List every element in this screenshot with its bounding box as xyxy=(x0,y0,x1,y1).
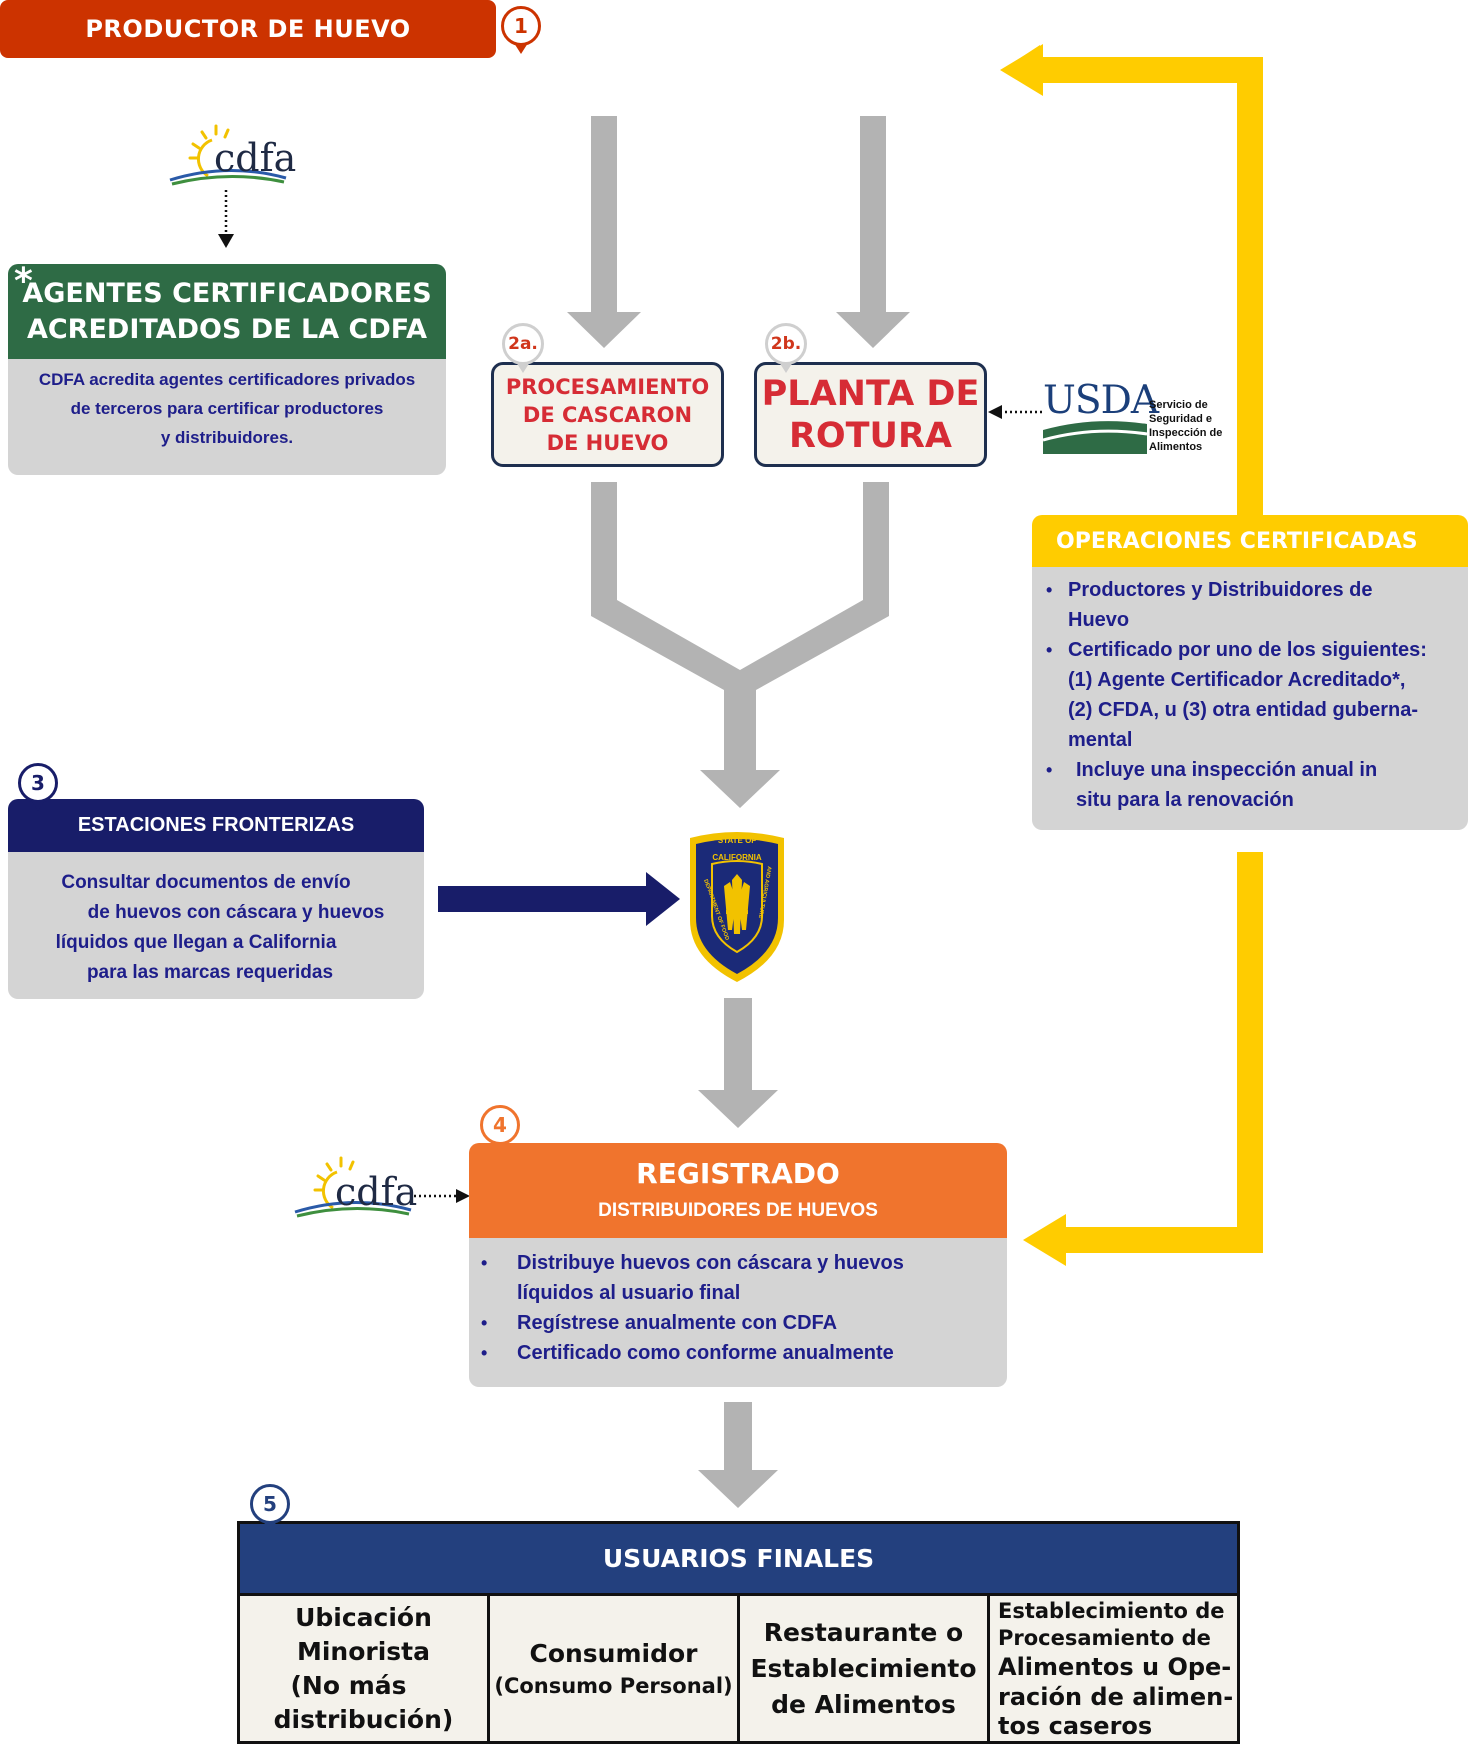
yellow-arrowhead-top xyxy=(1000,44,1043,96)
end-users-table: USUARIOS FINALES Ubicación Minorista (No… xyxy=(237,1521,1240,1744)
certified-item: Certificado por uno de los siguientes: (… xyxy=(1044,635,1458,755)
dotted-arrowhead-left xyxy=(988,405,1002,419)
end-users-header: USUARIOS FINALES xyxy=(240,1524,1237,1596)
egg-producer-box: PRODUCTOR DE HUEVO xyxy=(0,0,496,58)
certifiers-body-line: y distribuidores. xyxy=(160,428,294,447)
dotted-arrowhead-down xyxy=(218,234,234,248)
end-user-consumer: Consumidor (Consumo Personal) xyxy=(490,1596,740,1741)
registered-item: Distribuye huevos con cáscara y huevos l… xyxy=(479,1248,997,1308)
border-body-line: para las marcas requeridas xyxy=(86,962,334,983)
navy-arrowhead xyxy=(646,872,680,926)
usda-field-icon xyxy=(1043,421,1148,454)
seal-inner-text: CALIFORNIA xyxy=(712,853,762,862)
navy-arrow-shaft xyxy=(438,886,648,912)
certified-operations-title: OPERACIONES CERTIFICADAS xyxy=(1056,528,1418,554)
usda-agency-line: Seguridad e xyxy=(1149,413,1212,425)
arrow-seal-to-registered xyxy=(698,998,778,1128)
registered-body: Distribuye huevos con cáscara y huevos l… xyxy=(469,1238,1007,1387)
dotted-arrowhead-right xyxy=(456,1189,470,1203)
egg-producer-label: PRODUCTOR DE HUEVO xyxy=(85,15,411,43)
cdfa-logo-registered: cdfa xyxy=(293,1150,417,1230)
end-users-row: Ubicación Minorista (No más distribución… xyxy=(240,1596,1237,1741)
shell-egg-processing-box: PROCESAMIENTO DE CASCARON DE HUEVO xyxy=(491,362,724,467)
usda-agency-name: Servicio de Seguridad e Inspección de Al… xyxy=(1149,398,1249,454)
step-badge-5: 5 xyxy=(250,1484,290,1524)
arrow-producer-to-2a xyxy=(567,116,641,348)
registered-item: Regístrese anualmente con CDFA xyxy=(479,1308,997,1338)
certifiers-header: * AGENTES CERTIFICADORES ACREDITADOS DE … xyxy=(8,264,446,359)
breaking-plant-box: PLANTA DE ROTURA xyxy=(754,362,987,467)
registered-header: REGISTRADO DISTRIBUIDORES DE HUEVOS xyxy=(469,1143,1007,1238)
border-stations-title: ESTACIONES FRONTERIZAS xyxy=(77,814,355,836)
certified-operations-body: Productores y Distribuidores de Huevo Ce… xyxy=(1032,567,1468,830)
registered-title: REGISTRADO xyxy=(636,1157,840,1190)
certifiers-body-line: de terceros para certificar productores xyxy=(70,399,384,418)
yellow-horizontal-bottom xyxy=(1062,1227,1263,1253)
usda-logo: USDA xyxy=(1043,380,1233,458)
yellow-horizontal-top xyxy=(1040,57,1263,83)
border-body-line: de huevos con cáscara y huevos xyxy=(87,902,385,923)
usda-wordmark: USDA xyxy=(1043,378,1159,423)
asterisk-mark: * xyxy=(14,261,33,302)
usda-agency-line: Servicio de xyxy=(1149,399,1208,411)
certifiers-title-line: ACREDITADOS DE LA CDFA xyxy=(26,314,428,345)
border-body-line: líquidos que llegan a California xyxy=(55,932,337,953)
certifiers-title-line: AGENTES CERTIFICADORES xyxy=(22,278,432,309)
step-badge-2b: 2b. xyxy=(765,323,807,365)
step-badge-3: 3 xyxy=(18,763,58,803)
usda-agency-line: Inspección de xyxy=(1149,427,1223,439)
breaking-plant-line: PLANTA DE xyxy=(761,373,980,414)
cdfa-sun-icon xyxy=(294,1156,412,1218)
arrow-merge-to-seal xyxy=(591,482,889,808)
step-badge-4: 4 xyxy=(480,1105,520,1145)
seal-top-text: STATE OF xyxy=(718,836,756,845)
registered-item: Certificado como conforme anualmente xyxy=(479,1338,997,1368)
step-badge-1: 1 xyxy=(501,6,541,46)
end-user-retail: Ubicación Minorista (No más distribución… xyxy=(240,1596,490,1741)
wheat-sheaf-icon xyxy=(724,874,750,934)
certified-operations-header: OPERACIONES CERTIFICADAS xyxy=(1032,515,1468,567)
yellow-vertical-lower xyxy=(1237,852,1263,1253)
step-badge-2a: 2a. xyxy=(502,323,544,365)
usda-agency-line: Alimentos xyxy=(1149,441,1203,453)
end-users-title: USUARIOS FINALES xyxy=(602,1544,875,1573)
yellow-vertical-upper xyxy=(1237,57,1263,517)
border-stations-header: ESTACIONES FRONTERIZAS xyxy=(8,799,424,852)
shell-processing-line: PROCESAMIENTO xyxy=(505,374,710,399)
cdfa-wordmark: cdfa xyxy=(335,1170,418,1214)
border-body-line: Consultar documentos de envío xyxy=(61,872,351,893)
certified-item: Productores y Distribuidores de Huevo xyxy=(1044,575,1458,635)
cdfa-sun-icon xyxy=(169,124,287,186)
shell-processing-line: DE HUEVO xyxy=(546,430,669,455)
certified-item: Incluye una inspección anual in situ par… xyxy=(1044,755,1458,815)
cdfa-wordmark: cdfa xyxy=(214,136,297,180)
breaking-plant-line: ROTURA xyxy=(788,415,953,456)
arrow-registered-to-users xyxy=(698,1402,778,1508)
end-user-food-processing: Establecimiento de Procesamiento de Alim… xyxy=(998,1598,1234,1740)
arrow-producer-to-2b xyxy=(836,116,910,348)
certifiers-body-line: CDFA acredita agentes certificadores pri… xyxy=(38,370,416,389)
yellow-arrowhead-bottom xyxy=(1023,1214,1066,1266)
california-cdfa-seal: STATE OF CALIFORNIA DEPARTMENT OF FOOD A… xyxy=(690,832,784,982)
end-user-restaurant: Restaurante o Establecimiento de Aliment… xyxy=(740,1596,990,1741)
cdfa-logo: cdfa xyxy=(168,118,296,198)
registered-subtitle: DISTRIBUIDORES DE HUEVOS xyxy=(598,1200,878,1221)
border-stations-body: Consultar documentos de envío de huevos … xyxy=(8,852,424,999)
certifiers-description: CDFA acredita agentes certificadores pri… xyxy=(8,359,446,475)
shell-processing-line: DE CASCARON xyxy=(522,402,693,427)
